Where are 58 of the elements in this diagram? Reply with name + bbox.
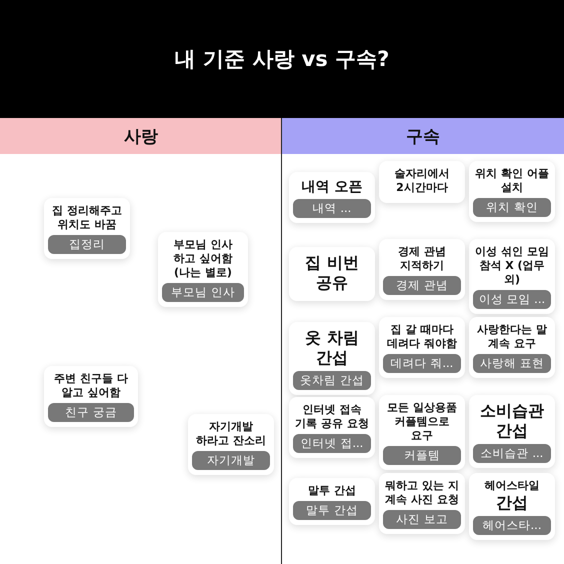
sticky-note: [469, 239, 555, 314]
sticky-note: [469, 473, 555, 540]
tag-chip: 사랑해 표현: [473, 354, 551, 373]
sticky-note: [289, 322, 375, 395]
tag-chip: 인터넷 접...: [293, 434, 371, 453]
tag-chip: 데려다 줘...: [383, 354, 461, 373]
tag-chip: 헤어스타...: [473, 516, 551, 535]
note-text: 모든 일상용품 커플템으로 요구: [386, 401, 458, 443]
note-text: 경제 관념 지적하기: [397, 245, 447, 273]
tag-chip: 내역 ...: [293, 199, 371, 218]
sticky-note: [469, 395, 555, 468]
note-text: 부모님 인사 하고 싶어함 (나는 별로): [172, 238, 234, 280]
sticky-note: [44, 366, 138, 427]
note-text: 말투 간섭: [307, 484, 357, 498]
sticky-note: [289, 172, 375, 223]
sticky-note: [158, 232, 248, 307]
sticky-note: [469, 317, 555, 378]
note-text: 헤어스타일 간섭: [484, 479, 540, 513]
tag-chip: 집정리: [48, 235, 126, 254]
note-text: 인터넷 접속 기록 공유 요청: [294, 403, 370, 431]
tag-chip: 자기개발: [192, 451, 270, 470]
sticky-note: [469, 161, 555, 222]
tag-chip: 커플템: [383, 446, 461, 465]
note-text: 집 비번 공유: [304, 253, 360, 293]
tag-chip: 친구 궁금: [48, 403, 134, 422]
tag-chip: 말투 간섭: [293, 501, 371, 520]
sticky-note: [188, 414, 274, 475]
sticky-note: [289, 397, 375, 458]
title-text: 내 기준 사랑 vs 구속?: [174, 46, 390, 72]
tag-chip: 경제 관념: [383, 276, 461, 295]
tag-chip: 위치 확인: [473, 198, 551, 217]
sticky-note: [379, 161, 465, 203]
sticky-note: [379, 239, 465, 300]
sticky-note: [289, 478, 375, 525]
note-text: 자기개발 하라고 잔소리: [195, 420, 267, 448]
tag-chip: 사진 보고: [383, 510, 461, 529]
note-text: 사랑한다는 말 계속 요구: [476, 323, 548, 351]
column-header: 구속: [282, 118, 564, 154]
column-header: 사랑: [0, 118, 282, 154]
sticky-note: [379, 473, 465, 534]
note-text: 집 정리해주고 위치도 바꿈: [51, 204, 123, 232]
note-text: 이성 섞인 모임 참석 X (업무 외): [474, 245, 550, 287]
note-text: 위치 확인 어플 설치: [474, 167, 550, 195]
note-text: 소비습관 간섭: [479, 401, 545, 441]
tag-chip: 부모님 인사: [162, 283, 244, 302]
note-text: 뭐하고 있는 지 계속 사진 요청: [384, 479, 460, 507]
note-text: 주변 친구들 다 알고 싶어함: [53, 372, 129, 400]
note-text: 내역 오픈: [300, 178, 364, 196]
sticky-note: [44, 198, 130, 259]
tag-chip: 소비습관 ...: [473, 444, 551, 463]
note-text: 집 갈 때마다 데려다 줘야함: [386, 323, 458, 351]
sticky-note: [379, 395, 465, 470]
sticky-note: [379, 317, 465, 378]
note-text: 술자리에서 2시간마다: [394, 167, 450, 195]
sticky-note: [289, 247, 375, 301]
note-text: 옷 차림 간섭: [304, 328, 360, 368]
tag-chip: 이성 모임 ...: [473, 290, 551, 309]
tag-chip: 옷차림 간섭: [293, 371, 371, 390]
